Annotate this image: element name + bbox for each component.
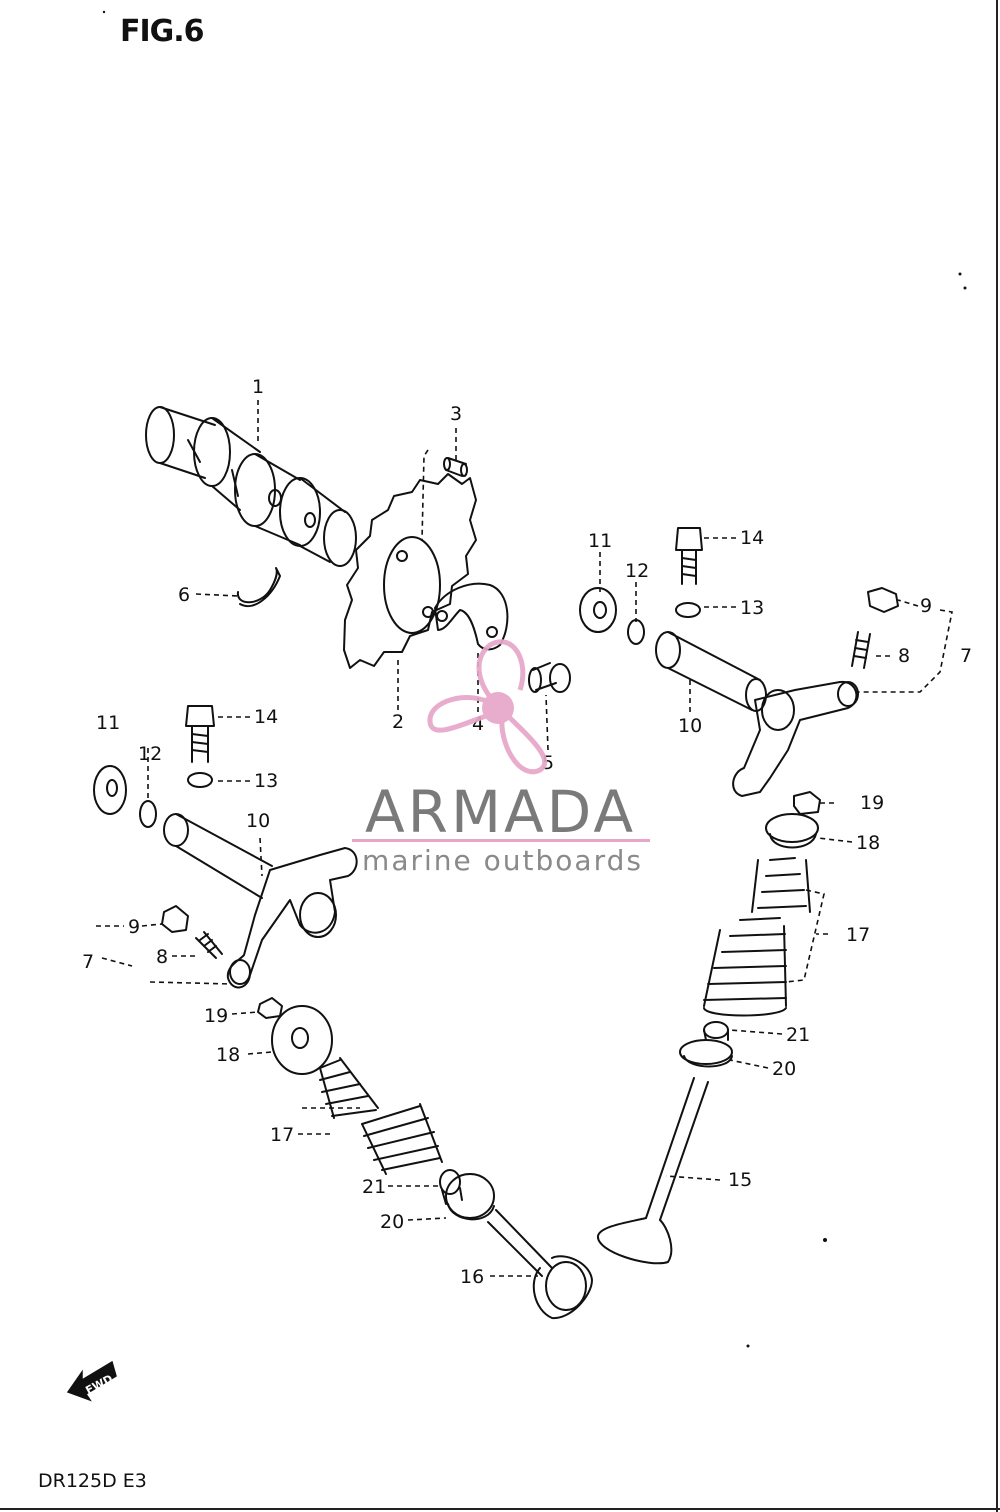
callout-18-left: 18: [216, 1044, 240, 1066]
valve-cotter-19-right: [793, 791, 821, 815]
callout-15: 15: [728, 1169, 752, 1191]
cam-sprocket-part: [343, 473, 477, 669]
callout-13-right: 13: [740, 597, 764, 619]
leader-lines: [96, 400, 953, 1277]
callout-18-right: 18: [856, 832, 880, 854]
valve-seal-21-right: [703, 1021, 729, 1041]
adjust-screw-right: [851, 631, 871, 669]
callout-8-left: 8: [156, 946, 168, 968]
fwd-arrow-icon: FWD: [66, 1360, 117, 1402]
rocker-shaft-left: [163, 813, 273, 899]
o-ring-12-right: [627, 619, 645, 645]
valve-16-intake: [487, 1209, 593, 1320]
callout-17-right: 17: [846, 924, 870, 946]
callout-20-right: 20: [772, 1058, 796, 1080]
callout-7-left: 7: [82, 951, 94, 973]
callout-21-left: 21: [362, 1176, 386, 1198]
callout-6: 6: [178, 584, 190, 606]
cam-sprocket-plate-part: [434, 582, 509, 651]
valve-spring-17-right: [703, 857, 811, 1017]
model-code: DR125D E3: [38, 1470, 147, 1492]
watermark-tagline: marine outboards: [362, 844, 643, 877]
clip-part: [236, 567, 281, 607]
page-border-bottom: [0, 1508, 1000, 1510]
spring-retainer-18-right: [765, 813, 819, 849]
callout-8-right: 8: [898, 645, 910, 667]
callout-1: 1: [252, 376, 264, 398]
washer-11-right: [579, 587, 617, 633]
callout-14-left: 14: [254, 706, 278, 728]
bolt-14-right: [675, 527, 703, 585]
sprocket-bolt-part: [528, 662, 571, 693]
callout-13-left: 13: [254, 770, 278, 792]
camshaft-part: [145, 406, 357, 567]
spring-seat-20-left: [445, 1173, 495, 1221]
valve-spring-17-left: [319, 1057, 443, 1175]
callout-14-right: 14: [740, 527, 764, 549]
dowel-pin-part: [443, 457, 468, 477]
callout-19-left: 19: [204, 1005, 228, 1027]
callout-2: 2: [392, 711, 404, 733]
callout-11-left: 11: [96, 712, 120, 734]
spring-seat-20-right: [679, 1039, 733, 1068]
adjust-screw-left: [195, 931, 223, 959]
washer-13-left: [187, 772, 213, 788]
callout-12-left: 12: [138, 743, 162, 765]
rocker-arm-right: [732, 680, 859, 797]
callout-19-right: 19: [860, 792, 884, 814]
callout-9-left: 9: [128, 916, 140, 938]
callout-20-left: 20: [380, 1211, 404, 1233]
watermark-rule: [352, 839, 650, 842]
o-ring-12-left: [139, 800, 157, 828]
page-border-right: [996, 0, 998, 1512]
spring-retainer-18-left: [271, 1005, 333, 1075]
valve-cotter-19-left: [257, 997, 283, 1019]
callout-7-right: 7: [960, 645, 972, 667]
callout-11-right: 11: [588, 530, 612, 552]
washer-11-left: [93, 765, 127, 815]
valve-15-exhaust: [597, 1077, 709, 1265]
propeller-icon: [427, 639, 548, 775]
washer-13-right: [675, 602, 701, 618]
rocker-shaft-right: [655, 631, 767, 712]
callout-16: 16: [460, 1266, 484, 1288]
callout-10-left: 10: [246, 810, 270, 832]
nut-left: [161, 905, 189, 933]
figure-title: FIG.6: [120, 14, 205, 49]
rocker-arm-left: [226, 847, 358, 989]
callout-labels: 1 2 3 4 5 6 7 8 9 10 11 12 13 14 7 8 9 1…: [82, 376, 972, 1288]
callout-9-right: 9: [920, 595, 932, 617]
callout-12-right: 12: [625, 560, 649, 582]
nut-right: [867, 587, 899, 613]
callout-17-left: 17: [270, 1124, 294, 1146]
watermark-brand: ARMADA: [364, 778, 636, 846]
scan-specks: [102, 10, 967, 1348]
valve-seal-21-left: [439, 1169, 463, 1205]
callout-21-right: 21: [786, 1024, 810, 1046]
bolt-14-left: [185, 705, 215, 763]
callout-10-right: 10: [678, 715, 702, 737]
callout-3: 3: [450, 403, 462, 425]
